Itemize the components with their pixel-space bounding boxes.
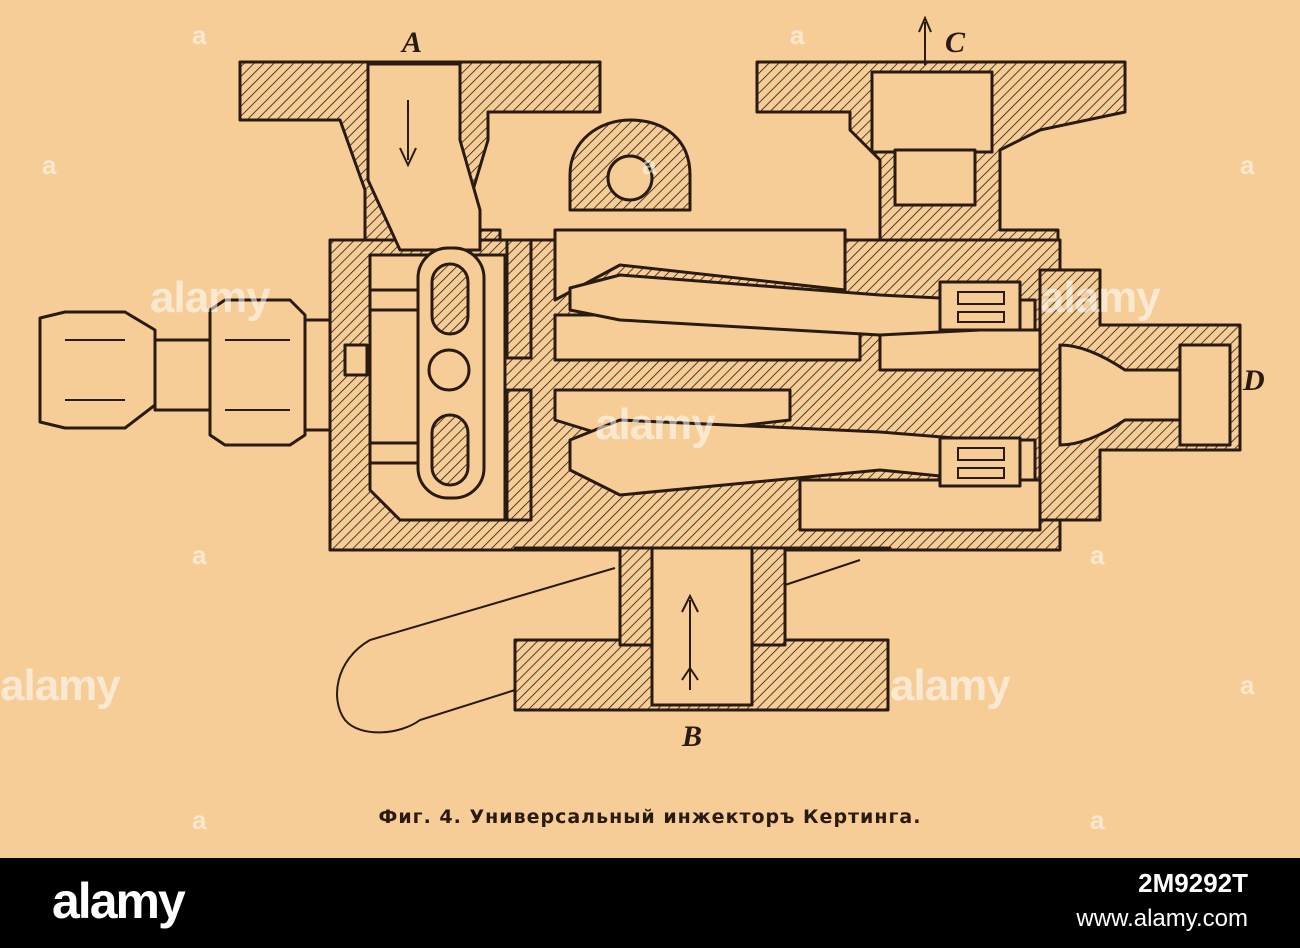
watermark-mark: a [192, 805, 207, 835]
watermark-mark: a [192, 20, 207, 50]
watermark-mark: a [1090, 540, 1105, 570]
watermark: alamy [150, 273, 271, 322]
watermark: alamy [595, 400, 716, 449]
label-b: B [682, 720, 703, 753]
figure-caption: Фиг. 4. Универсальный инжекторъ Кертинга… [378, 806, 922, 828]
watermark: alamy [0, 661, 121, 710]
watermark-mark: a [790, 20, 805, 50]
diagram-plate: A C D B Фиг. 4. Универсальный инжекторъ … [0, 0, 1300, 858]
watermark: alamy [890, 661, 1011, 710]
label-d: D [1243, 364, 1265, 397]
watermark: alamy [1040, 273, 1161, 322]
watermark-mark: a [1090, 805, 1105, 835]
label-a: A [402, 26, 423, 59]
stock-footer [0, 858, 1300, 948]
label-c: C [945, 26, 966, 59]
watermark-mark: a [642, 150, 657, 180]
watermark-mark: a [1240, 670, 1255, 700]
watermark-mark: a [1240, 150, 1255, 180]
site-url: www.alamy.com [1076, 905, 1248, 932]
lever-handle [336, 567, 616, 734]
injector-cross-section [38, 15, 1242, 734]
alamy-logo: alamy [52, 873, 186, 929]
watermark-mark: a [192, 540, 207, 570]
watermark-mark: a [42, 150, 57, 180]
image-id: 2M9292T [1138, 868, 1248, 898]
